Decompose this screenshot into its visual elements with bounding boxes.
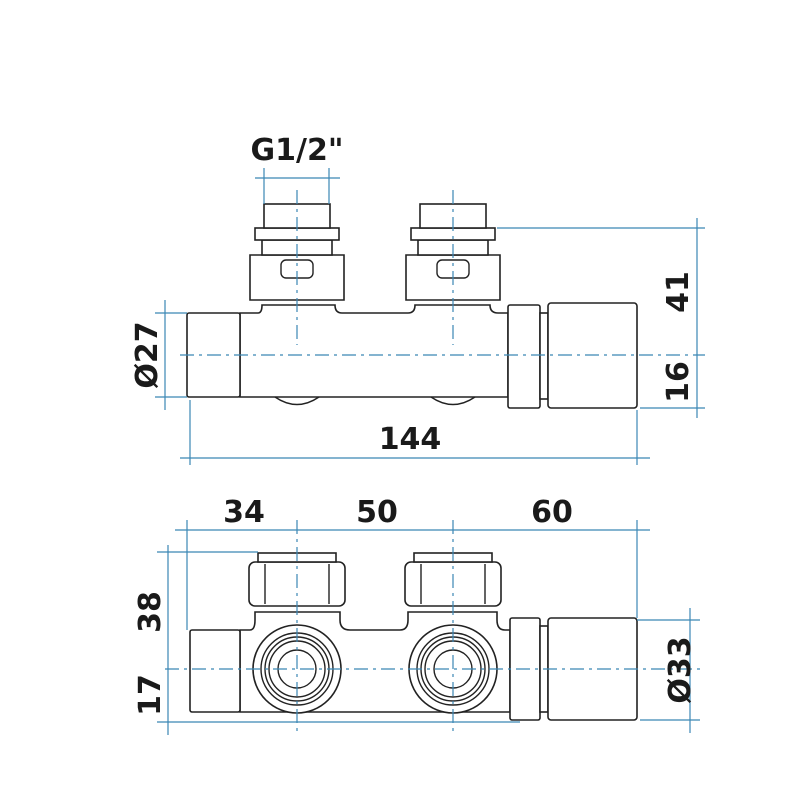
- bottom-view: 34 50 60 38 17 Ø33: [133, 495, 705, 735]
- diameter-label: Ø27: [130, 321, 165, 388]
- bottom-dimensions: [157, 520, 705, 735]
- top-dimensions: [155, 168, 705, 465]
- spacing-right-label: 60: [531, 495, 573, 530]
- spacing-mid-label: 50: [356, 495, 398, 530]
- diameter-label: Ø33: [663, 636, 698, 703]
- top-view: G1/2" 144 41 16 Ø27: [130, 133, 705, 465]
- spacing-left-label: 34: [223, 495, 265, 530]
- offset-label: 17: [133, 674, 168, 716]
- height-label: 38: [133, 591, 168, 633]
- thread-size-label: G1/2": [251, 133, 344, 168]
- length-label: 144: [379, 422, 442, 457]
- height-label: 41: [661, 271, 696, 313]
- offset-label: 16: [661, 361, 696, 403]
